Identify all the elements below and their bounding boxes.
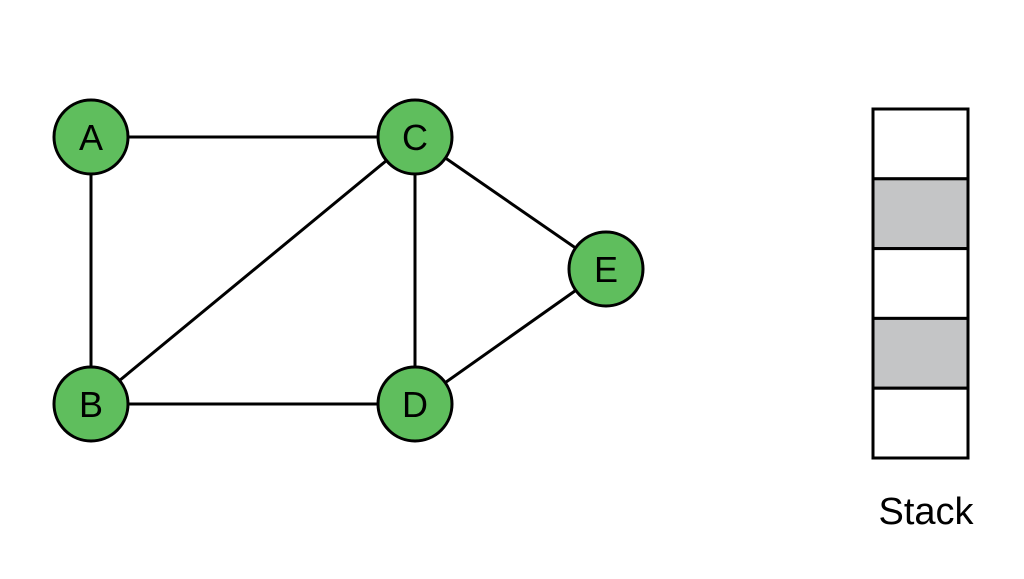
edge-d-e: [414, 267, 607, 406]
stack-label: Stack: [878, 491, 974, 533]
stack-cell-4: [871, 316, 970, 390]
stack-cell-1: [871, 107, 970, 181]
node-e: E: [567, 230, 645, 308]
node-circle: [376, 365, 454, 443]
node-b: B: [52, 365, 130, 443]
node-circle: [376, 98, 454, 176]
node-label: B: [79, 384, 103, 425]
stack-cell-2: [871, 177, 970, 251]
node-circle: [567, 230, 645, 308]
nodes-layer: A B C D E: [52, 98, 645, 443]
node-a: A: [52, 98, 130, 176]
node-label: C: [402, 117, 428, 158]
edge-c-b: [90, 135, 416, 406]
node-c: C: [376, 98, 454, 176]
stack: [871, 107, 970, 460]
node-label: E: [594, 249, 618, 290]
node-circle: [52, 98, 130, 176]
stack-cell-5: [871, 386, 970, 460]
edges-layer: [89, 135, 607, 406]
node-label: A: [79, 117, 103, 158]
edge-c-e: [414, 135, 607, 271]
node-d: D: [376, 365, 454, 443]
node-circle: [52, 365, 130, 443]
stack-cell-3: [871, 247, 970, 320]
node-label: D: [402, 384, 428, 425]
